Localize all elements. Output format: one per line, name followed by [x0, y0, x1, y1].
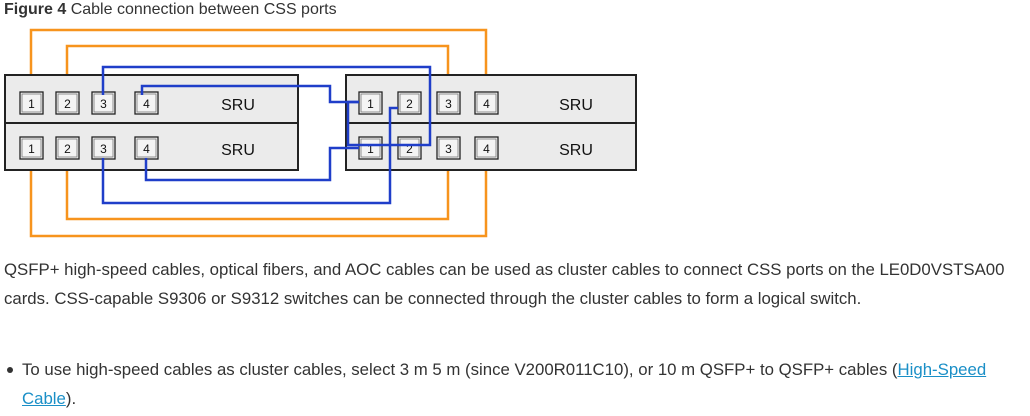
port-number: 1 — [367, 142, 374, 156]
orange-cable-outer-top — [29, 28, 488, 95]
port-number: 4 — [143, 97, 150, 111]
port-4[interactable]: 4 — [134, 91, 159, 115]
port-number: 4 — [483, 142, 490, 156]
css-cable-diagram: 1 2 3 4 SRU 1 2 3 4 SRU 1 2 3 4 SRU 1 2 … — [4, 28, 637, 238]
port-1[interactable]: 1 — [19, 136, 44, 160]
blue-cable-bottom-port3 — [101, 106, 398, 205]
orange-cables — [29, 28, 488, 238]
port-number: 3 — [100, 97, 107, 111]
port-number: 2 — [64, 142, 71, 156]
list-item: To use high-speed cables as cluster cabl… — [0, 355, 1030, 413]
port-number: 3 — [445, 97, 452, 111]
high-speed-cable-link[interactable]: High-Speed Cable — [22, 360, 987, 408]
blue-cable-top-port4 — [140, 84, 359, 104]
blue-cable-bottom-port4 — [144, 146, 359, 182]
card-right-top: 1 2 3 4 SRU — [358, 91, 593, 115]
port-4[interactable]: 4 — [134, 136, 159, 160]
port-3[interactable]: 3 — [436, 91, 461, 115]
port-1[interactable]: 1 — [19, 91, 44, 115]
card-label: SRU — [559, 97, 593, 114]
port-number: 4 — [143, 142, 150, 156]
card-label: SRU — [221, 142, 255, 159]
port-number: 2 — [64, 97, 71, 111]
bullet-tail: ). — [65, 389, 77, 408]
bullet-dot — [7, 367, 13, 373]
port-4[interactable]: 4 — [474, 91, 499, 115]
figure-caption: Figure 4 Cable connection between CSS po… — [4, 0, 337, 20]
card-right-bottom: 1 2 3 4 SRU — [358, 136, 593, 160]
port-2[interactable]: 2 — [55, 91, 80, 115]
card-label: SRU — [221, 97, 255, 114]
port-number: 3 — [445, 142, 452, 156]
card-label: SRU — [559, 142, 593, 159]
port-3[interactable]: 3 — [91, 136, 116, 160]
port-number: 1 — [367, 97, 374, 111]
port-2[interactable]: 2 — [397, 91, 422, 115]
orange-cable-outer-bottom — [29, 158, 488, 238]
port-3[interactable]: 3 — [91, 91, 116, 115]
bullet-text: To use high-speed cables as cluster cabl… — [22, 360, 898, 379]
port-number: 1 — [28, 97, 35, 111]
port-number: 4 — [483, 97, 490, 111]
port-number: 3 — [100, 142, 107, 156]
description-paragraph: QSFP+ high-speed cables, optical fibers,… — [4, 260, 1005, 308]
port-number: 2 — [406, 97, 413, 111]
port-1[interactable]: 1 — [358, 91, 383, 115]
blue-cables — [101, 65, 432, 205]
figure-title: Cable connection between CSS ports — [70, 1, 337, 18]
card-left-top: 1 2 3 4 SRU — [19, 91, 255, 115]
orange-cable-inner-top — [65, 44, 450, 95]
bullet-list: To use high-speed cables as cluster cabl… — [0, 355, 1030, 413]
port-3[interactable]: 3 — [436, 136, 461, 160]
port-number: 1 — [28, 142, 35, 156]
figure-label: Figure 4 — [4, 1, 67, 18]
port-number: 2 — [406, 142, 413, 156]
port-2[interactable]: 2 — [397, 136, 422, 160]
port-2[interactable]: 2 — [55, 136, 80, 160]
port-4[interactable]: 4 — [474, 136, 499, 160]
orange-cable-inner-bottom — [65, 158, 450, 221]
port-1[interactable]: 1 — [358, 136, 383, 160]
